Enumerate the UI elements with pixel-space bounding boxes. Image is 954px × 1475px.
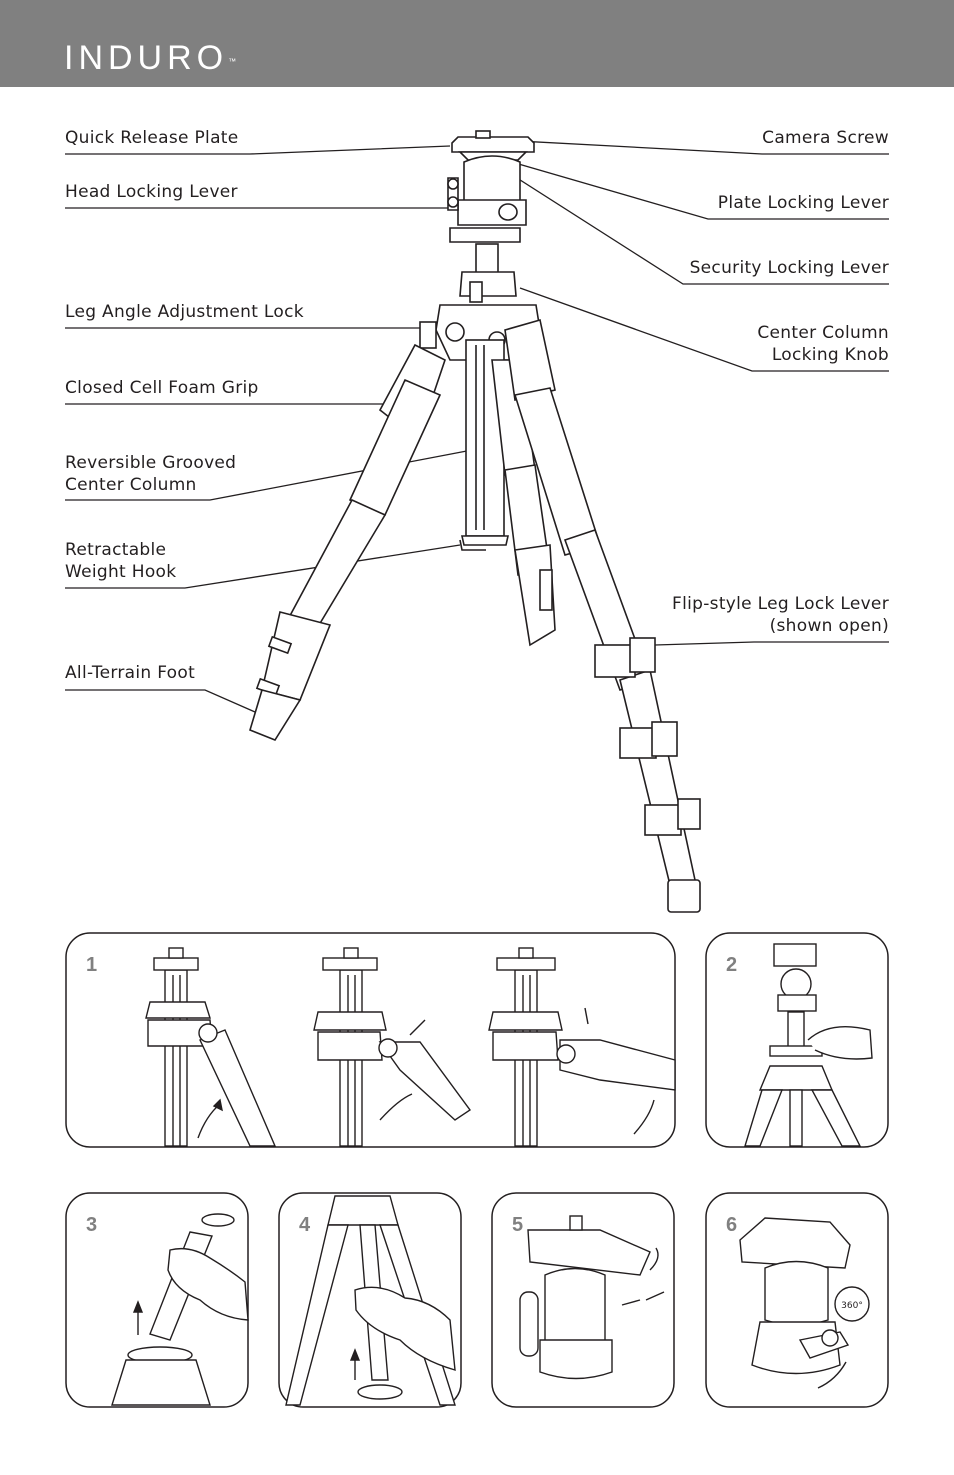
- brand-name: INDURO: [64, 39, 229, 77]
- label-head-locking-lever: Head Locking Lever: [65, 181, 238, 203]
- label-line: Retractable: [65, 540, 167, 560]
- left-leg: [249, 343, 446, 741]
- right-leg: [504, 318, 701, 913]
- label-line: Weight Hook: [65, 562, 177, 582]
- panel-2-frame: [705, 932, 889, 1148]
- label-line: Head Locking Lever: [65, 182, 238, 202]
- panel-2-art: [744, 943, 873, 1147]
- panel-number-2: 2: [726, 954, 738, 976]
- center-column-upper: [459, 243, 517, 303]
- back-leg: [491, 359, 556, 647]
- label-line: Flip-style Leg Lock Lever: [672, 594, 889, 614]
- label-reversible-grooved-center-column: Reversible Grooved Center Column: [65, 452, 236, 496]
- panel-3-frame: [65, 1192, 249, 1408]
- label-line: Quick Release Plate: [65, 128, 239, 148]
- label-line: (shown open): [769, 616, 889, 636]
- label-line: Plate Locking Lever: [717, 193, 889, 213]
- label-line: Center Column: [757, 323, 889, 343]
- label-line: Leg Angle Adjustment Lock: [65, 302, 304, 322]
- label-flip-style-leg-lock-lever: Flip-style Leg Lock Lever (shown open): [672, 593, 889, 637]
- panel-6-art: [739, 1217, 870, 1389]
- label-center-column-locking-knob: Center Column Locking Knob: [757, 322, 889, 366]
- label-plate-locking-lever: Plate Locking Lever: [718, 192, 889, 214]
- panel-5-frame: [491, 1192, 675, 1408]
- label-line: Center Column: [65, 475, 197, 495]
- label-closed-cell-foam-grip: Closed Cell Foam Grip: [65, 377, 259, 399]
- label-camera-screw: Camera Screw: [762, 127, 889, 149]
- label-line: Locking Knob: [771, 345, 889, 365]
- panel-4-art: [285, 1195, 456, 1406]
- label-line: Reversible Grooved: [65, 453, 237, 473]
- panel-number-4: 4: [299, 1214, 311, 1236]
- panel-3-art: [111, 1213, 249, 1406]
- trademark-symbol: ™: [228, 57, 237, 66]
- label-retractable-weight-hook: Retractable Weight Hook: [65, 539, 176, 583]
- panel-1-art: [145, 947, 676, 1147]
- label-line: Security Locking Lever: [689, 258, 889, 278]
- ball-head: [447, 130, 535, 243]
- instruction-panels: [65, 932, 889, 1408]
- header-bar: INDURO™: [0, 0, 954, 87]
- label-all-terrain-foot: All-Terrain Foot: [65, 662, 195, 684]
- panel-6-frame: [705, 1192, 889, 1408]
- label-security-locking-lever: Security Locking Lever: [690, 257, 889, 279]
- panel-5-art: [519, 1215, 665, 1380]
- panel-number-5: 5: [512, 1214, 524, 1236]
- panel-1-frame: [65, 932, 676, 1148]
- leader-lines-right: [491, 139, 889, 646]
- brand-logo: INDURO™: [64, 38, 236, 78]
- panel-number-3: 3: [86, 1214, 98, 1236]
- label-line: Camera Screw: [762, 128, 889, 148]
- panel-4-frame: [278, 1192, 462, 1408]
- label-line: Closed Cell Foam Grip: [65, 378, 259, 398]
- label-line: All-Terrain Foot: [65, 663, 196, 683]
- label-leg-angle-adjustment-lock: Leg Angle Adjustment Lock: [65, 301, 304, 323]
- panel-number-1: 1: [86, 954, 98, 976]
- panel-number-6: 6: [726, 1214, 738, 1236]
- rotation-badge: 360°: [841, 1301, 863, 1311]
- label-quick-release-plate: Quick Release Plate: [65, 127, 239, 149]
